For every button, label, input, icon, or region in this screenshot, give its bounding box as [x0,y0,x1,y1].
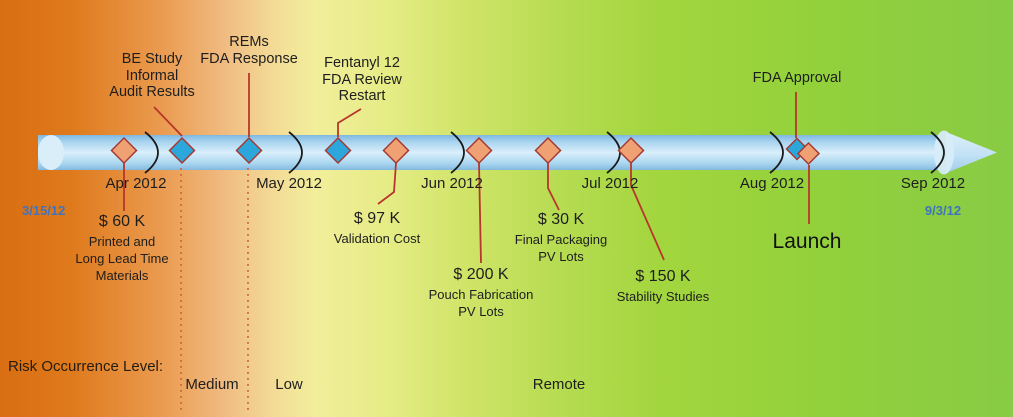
month-label-5: Aug 2012 [739,175,805,192]
pouch-fabrication-pv-lots-text-line: PV Lots [458,304,504,319]
stability-studies-text-line: Stability Studies [616,289,710,304]
printed-long-lead-materials-text-line: Materials [95,268,149,283]
pouch-fabrication-pv-lots-diamond-marker [465,136,493,165]
fentanyl-fda-review-restart-text-line: Restart [338,88,386,104]
month-label-4: Jul 2012 [581,175,639,192]
milestone-markers [110,136,821,166]
rems-fda-response-text-line: FDA Response [200,50,298,67]
fentanyl-fda-review-restart-text-line: FDA Review [322,71,402,88]
timeline-arrowhead-icon [946,132,997,173]
final-packaging-pv-lots-text-line: PV Lots [538,249,584,264]
fda-approval-label: FDA Approval [753,70,842,87]
start-date: 3/15/12 [22,203,66,218]
validation-cost-label: $ 97 K Validation Cost [334,210,420,247]
month-label-2: May 2012 [256,175,322,192]
risk-boundary-droplines [180,168,249,414]
month-divider-arc-3 [450,131,465,174]
risk-level-low: Low [275,376,303,393]
be-study-informal-audit-text-line: Informal [125,67,179,84]
milestone-leader-lines [123,73,810,264]
be-study-informal-audit-text-line: Audit Results [109,84,195,100]
stability-studies-label: $ 150 K Stability Studies [617,268,710,305]
pouch-fabrication-pv-lots-text-line: Pouch Fabrication [428,287,534,302]
final-packaging-pv-lots-diamond-marker [534,136,562,165]
stability-studies-diamond-marker [617,136,645,165]
launch-value: Launch [772,230,842,253]
launch-label: Launch [773,230,842,255]
risk-level-remote: Remote [532,376,586,393]
pouch-fabrication-pv-lots-leader-line [478,162,482,264]
be-study-informal-audit-text-line: BE Study [121,51,183,67]
stability-studies-value: $ 150 K [635,268,691,285]
printed-long-lead-materials-value: $ 60 K [98,213,146,230]
final-packaging-pv-lots-leader-line [547,163,560,211]
final-packaging-pv-lots-text-line: Final Packaging [514,232,608,247]
month-divider-arc-2 [288,131,303,174]
month-divider-arcs [144,131,945,174]
launch-diamond-marker [796,141,821,166]
validation-cost-text-line: Validation Cost [333,231,421,246]
timeline-bar-left-cap [38,135,64,170]
validation-cost-leader-line [377,162,397,205]
printed-long-lead-materials-text-line: Printed and [88,234,156,249]
month-divider-arc-6 [930,131,945,174]
final-packaging-pv-lots-value: $ 30 K [537,211,585,228]
risk-level-medium: Medium [185,376,239,393]
rems-fda-response-diamond-marker [235,136,263,165]
month-label-6: Sep 2012 [900,175,966,192]
rems-fda-response-text-line: REMs [229,34,269,50]
month-label-1: Apr 2012 [105,175,167,192]
pouch-fabrication-pv-lots-label: $ 200 K Pouch Fabrication PV Lots [429,266,534,320]
be-study-informal-audit-diamond-marker [168,136,196,165]
risk-occurrence-heading: Risk Occurrence Level: [8,358,164,375]
printed-long-lead-materials-text-line: Long Lead Time [75,251,169,266]
month-label-3: Jun 2012 [421,175,483,192]
printed-long-lead-materials-diamond-marker [110,136,138,165]
pouch-fabrication-pv-lots-value: $ 200 K [453,266,509,283]
stability-studies-leader-line [630,163,665,261]
fentanyl-fda-review-restart-diamond-marker [324,136,352,165]
final-packaging-pv-lots-label: $ 30 K Final Packaging PV Lots [515,211,608,265]
fentanyl-fda-review-restart-leader-line [337,108,362,137]
fentanyl-fda-review-restart-text-line: Fentanyl 12 [324,55,400,71]
month-divider-arc-1 [144,131,159,174]
validation-cost-diamond-marker [382,136,410,165]
be-study-informal-audit-leader-line [153,106,183,137]
month-divider-arc-5 [769,131,784,174]
fda-approval-text-line: FDA Approval [752,70,842,86]
validation-cost-value: $ 97 K [353,210,401,227]
end-date: 9/3/12 [924,203,962,218]
